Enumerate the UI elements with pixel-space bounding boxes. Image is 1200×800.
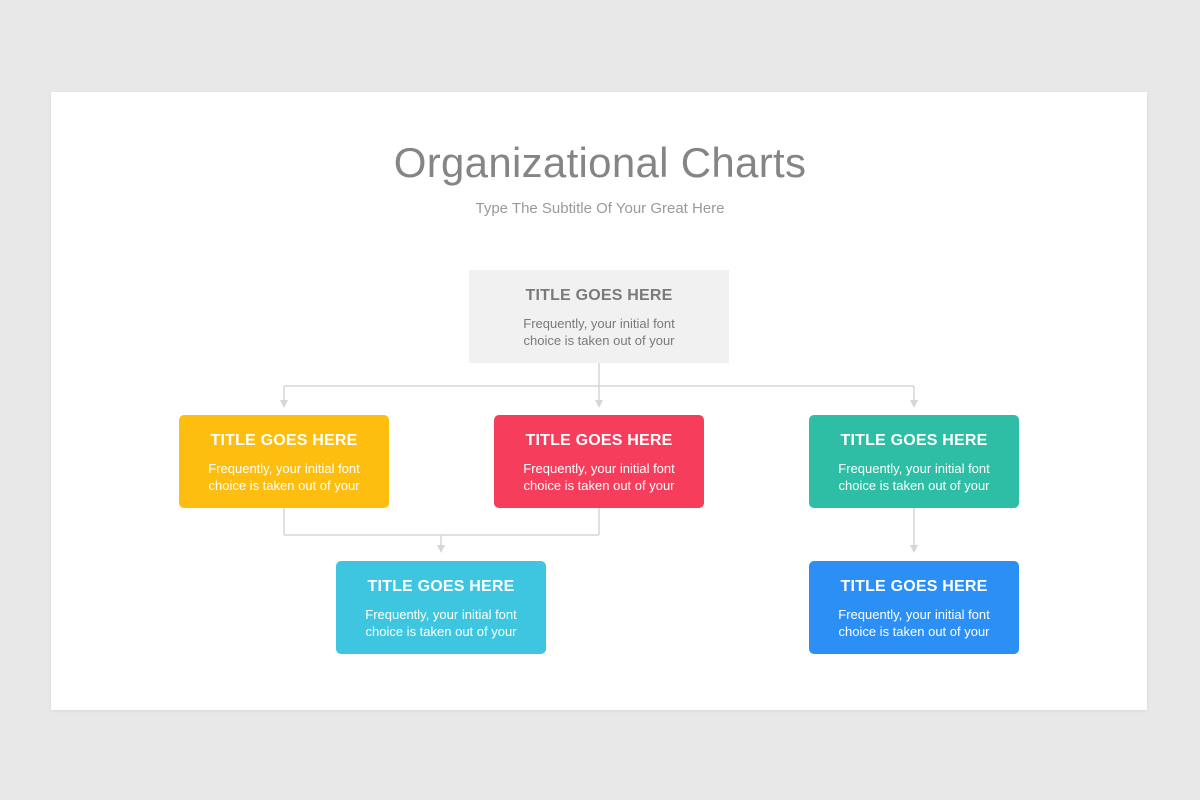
- org-node-description: Frequently, your initial font choice is …: [523, 461, 675, 493]
- org-node-description: Frequently, your initial font choice is …: [208, 461, 360, 493]
- org-node-description: Frequently, your initial font choice is …: [365, 607, 517, 639]
- org-node-blue: TITLE GOES HERE Frequently, your initial…: [809, 561, 1019, 654]
- org-node-top: TITLE GOES HERE Frequently, your initial…: [469, 270, 729, 363]
- org-node-title: TITLE GOES HERE: [525, 432, 673, 449]
- org-node-red: TITLE GOES HERE Frequently, your initial…: [494, 415, 704, 508]
- org-node-description: Frequently, your initial font choice is …: [523, 316, 675, 348]
- org-node-description: Frequently, your initial font choice is …: [838, 461, 990, 493]
- org-node-yellow: TITLE GOES HERE Frequently, your initial…: [179, 415, 389, 508]
- org-node-title: TITLE GOES HERE: [525, 287, 673, 304]
- org-node-teal: TITLE GOES HERE Frequently, your initial…: [809, 415, 1019, 508]
- page-title: Organizational Charts: [393, 139, 807, 186]
- org-node-title: TITLE GOES HERE: [840, 578, 988, 595]
- page-subtitle: Type The Subtitle Of Your Great Here: [475, 200, 725, 217]
- org-node-title: TITLE GOES HERE: [210, 432, 358, 449]
- org-node-title: TITLE GOES HERE: [840, 432, 988, 449]
- org-node-description: Frequently, your initial font choice is …: [838, 607, 990, 639]
- org-node-cyan: TITLE GOES HERE Frequently, your initial…: [336, 561, 546, 654]
- org-node-title: TITLE GOES HERE: [367, 578, 515, 595]
